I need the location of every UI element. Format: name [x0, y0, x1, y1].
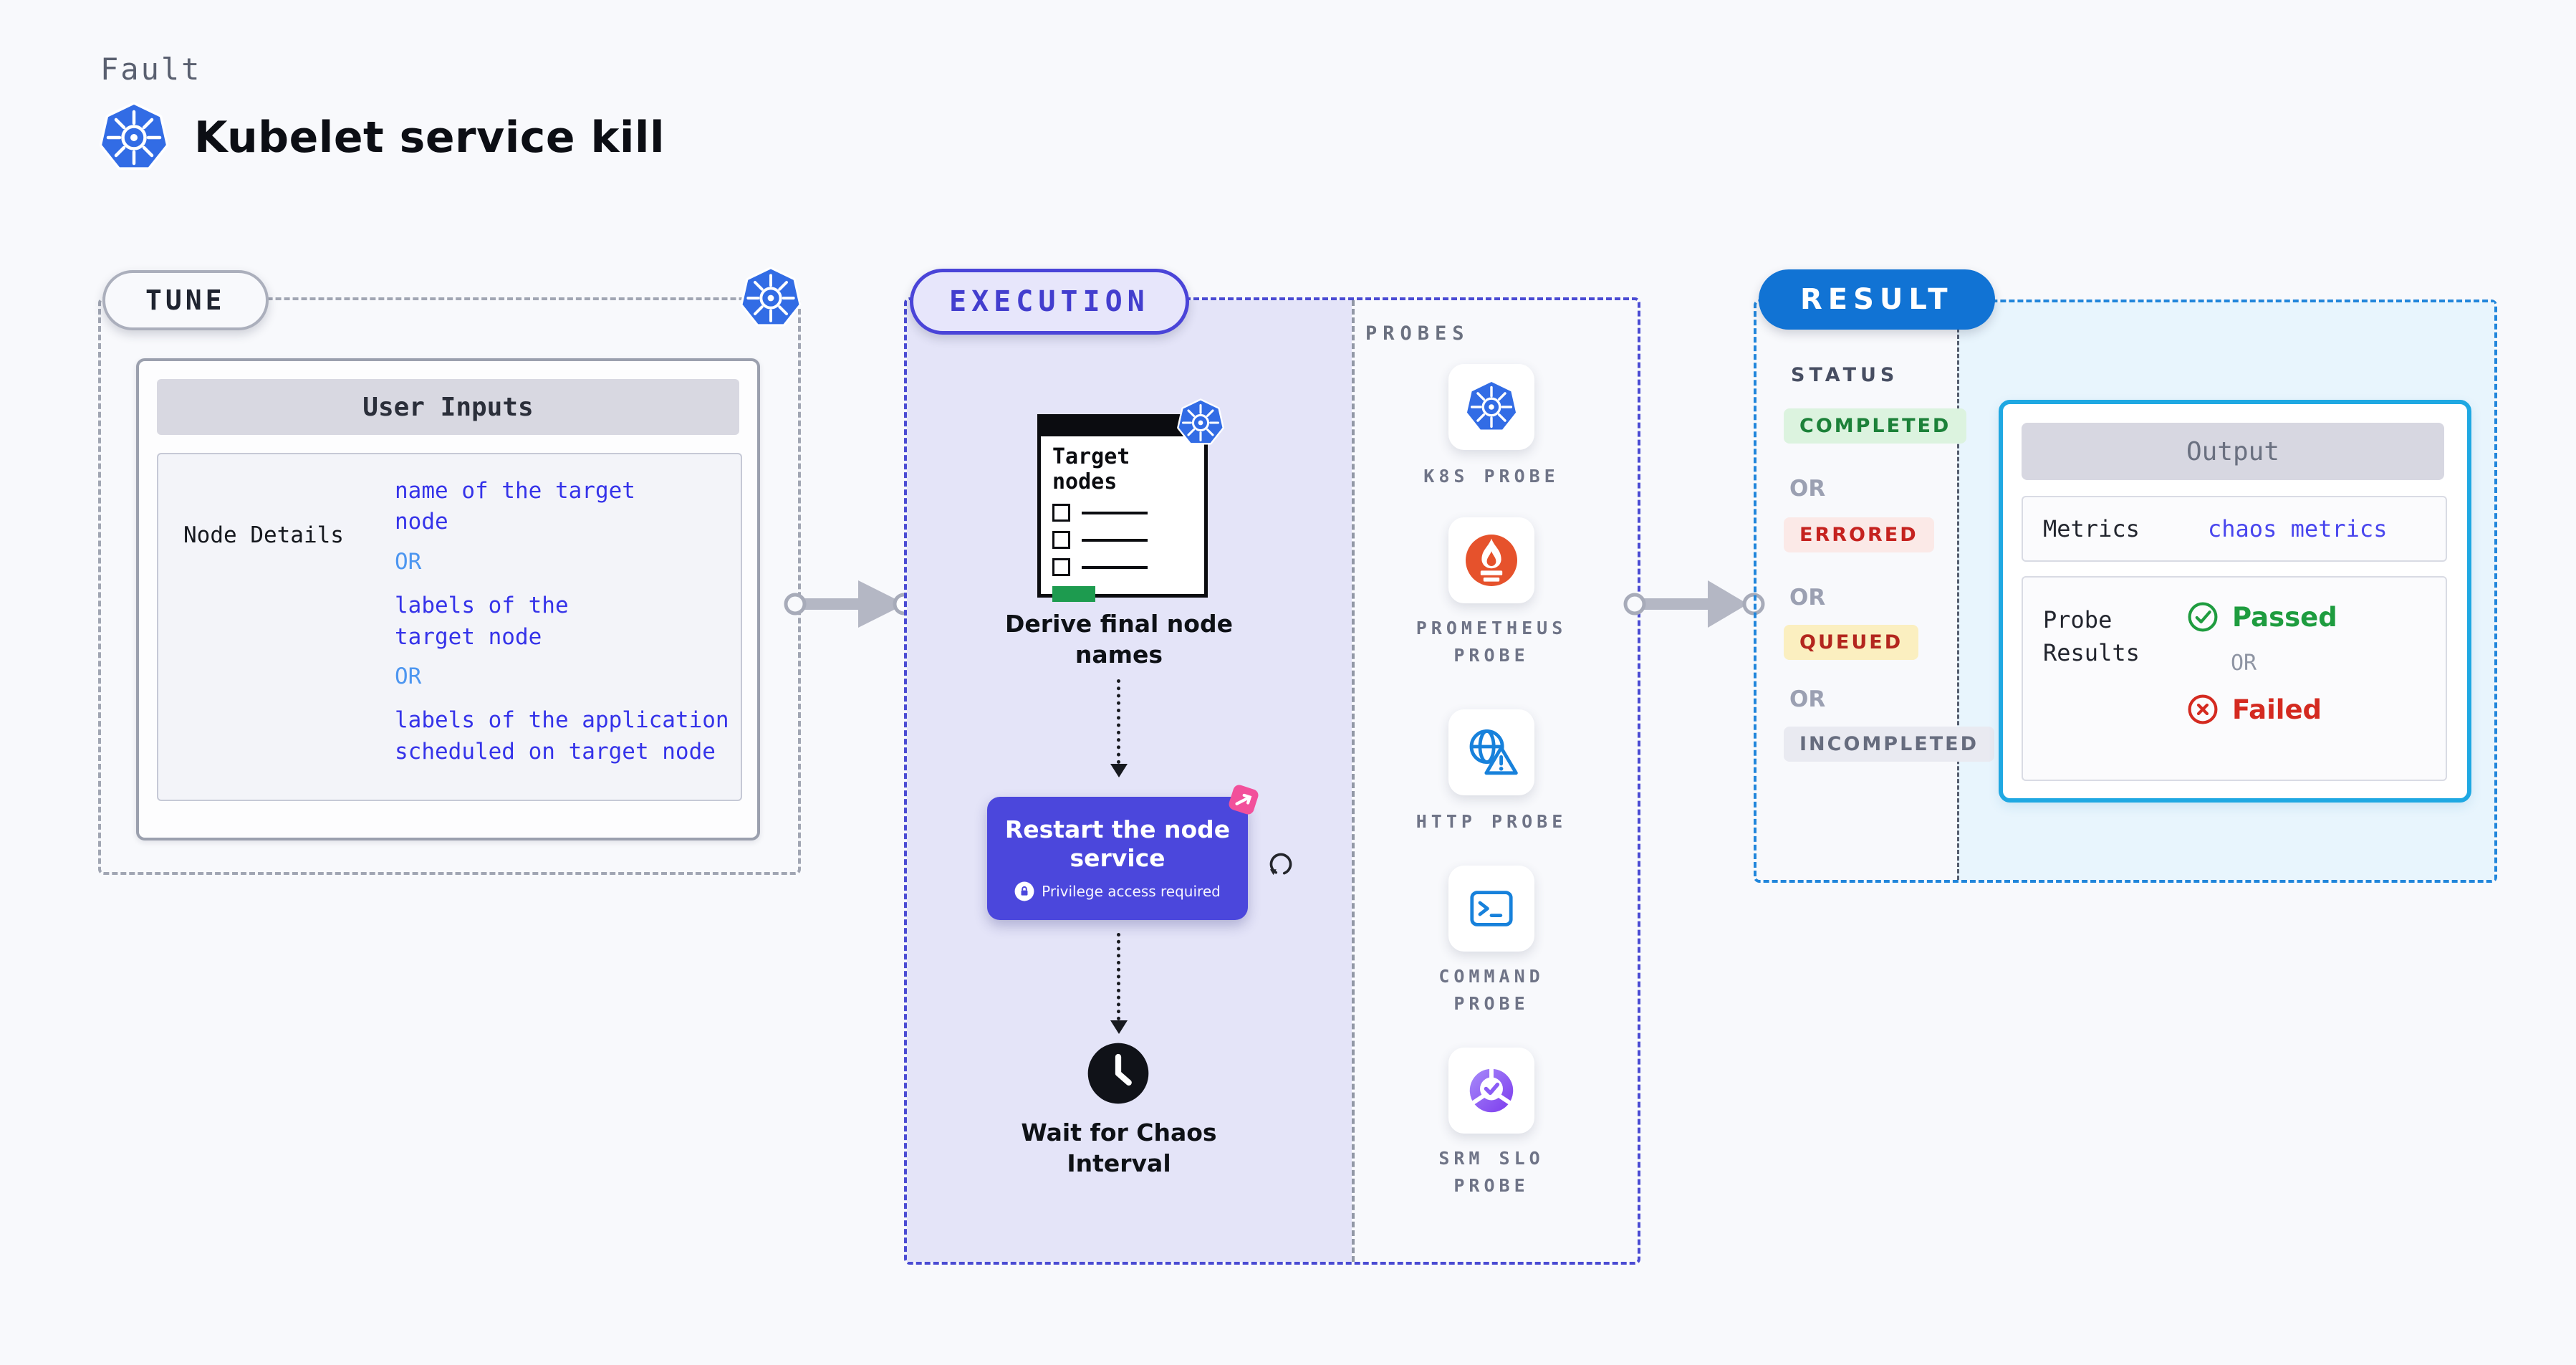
lock-icon [1014, 881, 1034, 901]
x-circle-icon [2186, 693, 2219, 726]
probe-result-failed: Failed [2186, 693, 2337, 726]
status-title: STATUS [1791, 364, 1899, 386]
probe-label: SRM SLO PROBE [1438, 1148, 1544, 1196]
or-separator: OR [1789, 686, 1826, 712]
list-line [1082, 511, 1148, 514]
result-badge: RESULT [1759, 269, 1995, 330]
terminal-icon [1463, 880, 1520, 937]
restart-step-title: Restart the node service [1004, 815, 1231, 872]
probe-card-command [1448, 866, 1534, 952]
kubernetes-icon [1464, 380, 1519, 434]
probe-card-k8s [1448, 364, 1534, 450]
execution-probes-divider [1352, 300, 1355, 1262]
node-list-item [1052, 558, 1193, 576]
flow-arrow-head [1110, 764, 1128, 777]
metrics-row: Metrics chaos metrics [2022, 496, 2447, 562]
checkbox-icon [1052, 558, 1070, 576]
value-option: name of the target node [395, 478, 635, 535]
derive-node-names-step: Derive final node names [1005, 610, 1233, 669]
result-divider [1957, 302, 1959, 880]
status-badge-completed: COMPLETED [1784, 408, 1967, 444]
or-separator: OR [1789, 585, 1826, 610]
chaos-experiment-icon [1222, 778, 1265, 821]
probe-label: PROMETHEUS PROBE [1416, 618, 1567, 666]
probe-label: HTTP PROBE [1416, 811, 1567, 832]
execution-badge: EXECUTION [910, 269, 1189, 335]
failed-label: Failed [2232, 694, 2322, 725]
repeat-loop-icon [1262, 846, 1299, 883]
node-details-label: Node Details [183, 522, 344, 548]
probe-result-passed: Passed [2186, 600, 2337, 633]
probe-card-prometheus [1448, 517, 1534, 603]
probe-card-http [1448, 709, 1534, 795]
user-inputs-table: User Inputs Node Details name of the tar… [136, 358, 760, 840]
list-line [1082, 538, 1148, 542]
slo-donut-check-icon [1461, 1060, 1522, 1121]
value-option: labels of the target node [395, 593, 569, 650]
connector-arrow-tune-execution [784, 580, 915, 628]
flow-arrow-line [1117, 933, 1120, 1020]
tune-badge: TUNE [102, 270, 269, 330]
probe-results-row: Probe Results Passed OR Failed [2022, 576, 2447, 781]
probe-results-label: Probe Results [2043, 606, 2140, 667]
fault-eyebrow: Fault [100, 52, 202, 87]
check-circle-icon [2186, 600, 2219, 633]
restart-node-service-step: Restart the node service Privilege acces… [987, 797, 1248, 920]
target-nodes-title: Target nodes [1052, 444, 1130, 494]
privilege-note-text: Privilege access required [1042, 882, 1221, 900]
or-separator: OR [395, 663, 422, 689]
node-details-values: name of the target node OR labels of the… [395, 476, 737, 776]
clock-icon [1085, 1040, 1151, 1106]
privilege-note: Privilege access required [1014, 881, 1221, 901]
user-inputs-body: Node Details name of the target node OR … [157, 453, 742, 801]
status-badge-incompleted: INCOMPLETED [1784, 727, 1994, 762]
flow-arrow-line [1117, 679, 1120, 764]
card-titlebar [1041, 418, 1204, 436]
green-action-bar [1052, 586, 1095, 602]
wait-chaos-interval-step: Wait for Chaos Interval [1021, 1119, 1217, 1177]
kubernetes-icon [1176, 398, 1225, 447]
passed-label: Passed [2232, 601, 2337, 633]
checkbox-icon [1052, 504, 1070, 522]
or-separator: OR [395, 548, 422, 575]
kubernetes-icon [98, 102, 170, 173]
value-option: labels of the application scheduled on t… [395, 707, 729, 765]
status-badge-errored: ERRORED [1784, 517, 1934, 552]
checkbox-icon [1052, 531, 1070, 549]
output-card: Output Metrics chaos metrics Probe Resul… [1999, 400, 2471, 803]
page-title: Kubelet service kill [194, 112, 665, 163]
probe-label: K8S PROBE [1423, 466, 1559, 487]
node-list-item [1052, 531, 1193, 549]
flow-arrow-head [1110, 1020, 1128, 1034]
user-inputs-header: User Inputs [157, 379, 739, 435]
status-badge-queued: QUEUED [1784, 625, 1919, 660]
target-nodes-card: Target nodes [1037, 414, 1208, 602]
or-separator: OR [2231, 651, 2257, 676]
node-list-item [1052, 504, 1193, 522]
output-header: Output [2022, 423, 2444, 480]
kubernetes-icon [739, 267, 802, 330]
metrics-label: Metrics [2043, 515, 2140, 542]
probe-label: COMMAND PROBE [1438, 966, 1544, 1014]
globe-warning-icon [1463, 724, 1520, 781]
probe-card-srm-slo [1448, 1048, 1534, 1134]
page-title-row: Kubelet service kill [98, 102, 665, 173]
probes-title: PROBES [1365, 322, 1470, 345]
probe-results-values: Passed OR Failed [2186, 600, 2337, 726]
tune-section [98, 297, 801, 875]
metrics-value: chaos metrics [2208, 515, 2388, 542]
or-separator: OR [1789, 476, 1826, 502]
list-line [1082, 565, 1148, 569]
connector-arrow-execution-result [1623, 580, 1765, 628]
prometheus-icon [1463, 532, 1520, 589]
